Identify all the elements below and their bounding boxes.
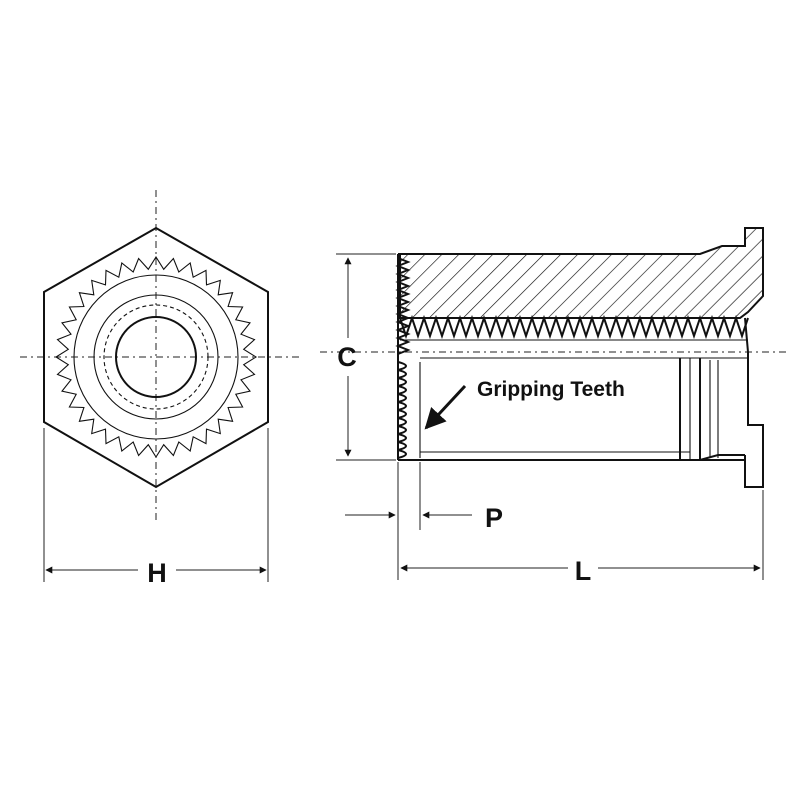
- bore-inner-circle: [115, 316, 197, 398]
- shank-to-head-step: [699, 454, 745, 461]
- dimension-c: C: [336, 253, 396, 461]
- dimension-p: P: [345, 462, 503, 533]
- bore-outer-circle: [93, 294, 219, 420]
- end-view-hex: [20, 190, 300, 520]
- knurled-teeth-ring: [54, 255, 258, 459]
- gripping-teeth-callout: Gripping Teeth: [424, 378, 625, 430]
- label-p: P: [485, 503, 503, 533]
- internal-thread-teeth: [399, 314, 749, 340]
- label-l: L: [575, 556, 592, 586]
- bore-hidden-circle: [103, 304, 209, 410]
- gripping-teeth-leader: [424, 384, 467, 430]
- dimension-l: L: [397, 490, 764, 586]
- knurl-tooth-outline: [54, 255, 258, 459]
- section-hatching: [399, 227, 764, 319]
- label-c: C: [337, 342, 357, 372]
- side-view-section: [320, 227, 790, 488]
- label-h: H: [147, 558, 167, 588]
- gripping-teeth-label: Gripping Teeth: [477, 378, 625, 401]
- gripping-teeth-profile: [397, 361, 407, 459]
- hex-outline: [43, 226, 269, 489]
- knurl-inner-circle: [73, 274, 239, 440]
- dimension-h: H: [43, 428, 269, 588]
